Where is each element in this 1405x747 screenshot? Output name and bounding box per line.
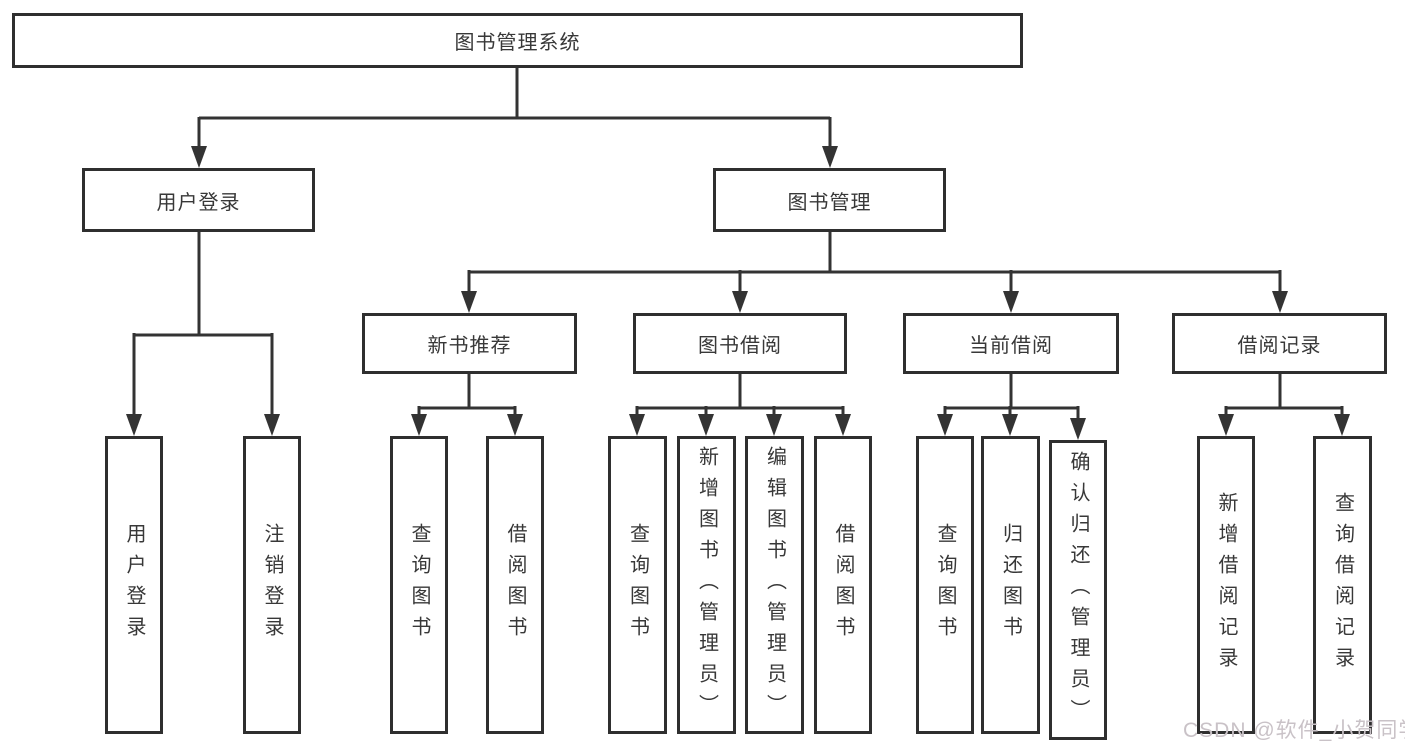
leaf-bb-borrow-books: 借阅图书 xyxy=(814,436,872,734)
node-current-borrow: 当前借阅 xyxy=(903,313,1119,374)
node-current-borrow-label: 当前借阅 xyxy=(969,335,1053,357)
leaf-cb-query-books: 查询图书 xyxy=(916,436,974,734)
leaf-user-login-label: 用户登录 xyxy=(123,523,145,647)
arrow-br-add xyxy=(1218,414,1234,436)
arrow-leaf-logout xyxy=(264,414,280,436)
node-book-management-label: 图书管理 xyxy=(787,191,872,214)
leaf-br-query-record: 查询借阅记录 xyxy=(1313,436,1372,734)
leaf-bb-edit-books-admin: 编辑图书（管理员） xyxy=(745,436,804,734)
watermark: CSDN @软件_小贺同学 xyxy=(1183,719,1405,742)
leaf-user-login: 用户登录 xyxy=(105,436,163,734)
node-user-login-label: 用户登录 xyxy=(156,191,241,214)
leaf-cb-return-books: 归还图书 xyxy=(981,436,1040,734)
node-new-book-recommend: 新书推荐 xyxy=(362,313,577,374)
leaf-nbr-borrow-books-label: 借阅图书 xyxy=(504,523,526,647)
leaf-br-add-record-label: 新增借阅记录 xyxy=(1215,492,1237,678)
arrow-bb-borrow xyxy=(835,414,851,436)
leaf-logout-label: 注销登录 xyxy=(261,523,283,647)
arrow-cb-query xyxy=(937,414,953,436)
leaf-br-query-record-label: 查询借阅记录 xyxy=(1331,492,1354,678)
node-user-login: 用户登录 xyxy=(82,168,315,232)
arrow-cb-confirm xyxy=(1070,418,1086,440)
node-new-book-recommend-label: 新书推荐 xyxy=(427,335,512,357)
arrow-borrow-records xyxy=(1272,291,1288,313)
arrow-nbr-borrow xyxy=(507,414,523,436)
arrow-br-query xyxy=(1334,414,1350,436)
leaf-bb-add-books-admin-label: 新增图书（管理员） xyxy=(695,445,718,725)
arrow-book-management xyxy=(822,146,838,168)
node-borrow-records: 借阅记录 xyxy=(1172,313,1387,374)
leaf-cb-query-books-label: 查询图书 xyxy=(934,523,956,647)
arrow-user-login xyxy=(191,146,207,168)
arrow-cb-return xyxy=(1002,414,1018,436)
leaf-bb-edit-books-admin-label: 编辑图书（管理员） xyxy=(763,445,786,725)
leaf-nbr-query-books-label: 查询图书 xyxy=(408,523,430,647)
arrow-nbr-query xyxy=(411,414,427,436)
leaf-bb-borrow-books-label: 借阅图书 xyxy=(832,523,854,647)
leaf-cb-confirm-return-admin-label: 确认归还（管理员） xyxy=(1067,450,1089,730)
arrow-bb-query xyxy=(629,414,645,436)
leaf-nbr-query-books: 查询图书 xyxy=(390,436,448,734)
arrow-bb-edit xyxy=(766,414,782,436)
arrow-book-borrow xyxy=(732,291,748,313)
arrow-new-book-recommend xyxy=(461,291,477,313)
arrow-leaf-login xyxy=(126,414,142,436)
leaf-cb-confirm-return-admin: 确认归还（管理员） xyxy=(1049,440,1107,740)
arrow-current-borrow xyxy=(1003,291,1019,313)
node-borrow-records-label: 借阅记录 xyxy=(1237,335,1322,357)
node-book-borrow: 图书借阅 xyxy=(633,313,847,374)
leaf-nbr-borrow-books: 借阅图书 xyxy=(486,436,544,734)
leaf-bb-add-books-admin: 新增图书（管理员） xyxy=(677,436,736,734)
node-root: 图书管理系统 xyxy=(12,13,1023,68)
leaf-cb-return-books-label: 归还图书 xyxy=(999,523,1022,647)
leaf-bb-query-books: 查询图书 xyxy=(608,436,667,734)
leaf-bb-query-books-label: 查询图书 xyxy=(626,523,649,647)
node-book-borrow-label: 图书借阅 xyxy=(698,335,782,357)
arrow-bb-add xyxy=(698,414,714,436)
node-book-management: 图书管理 xyxy=(713,168,946,232)
leaf-br-add-record: 新增借阅记录 xyxy=(1197,436,1255,734)
arrowheads xyxy=(126,146,1350,440)
node-root-label: 图书管理系统 xyxy=(454,32,581,54)
leaf-logout: 注销登录 xyxy=(243,436,301,734)
